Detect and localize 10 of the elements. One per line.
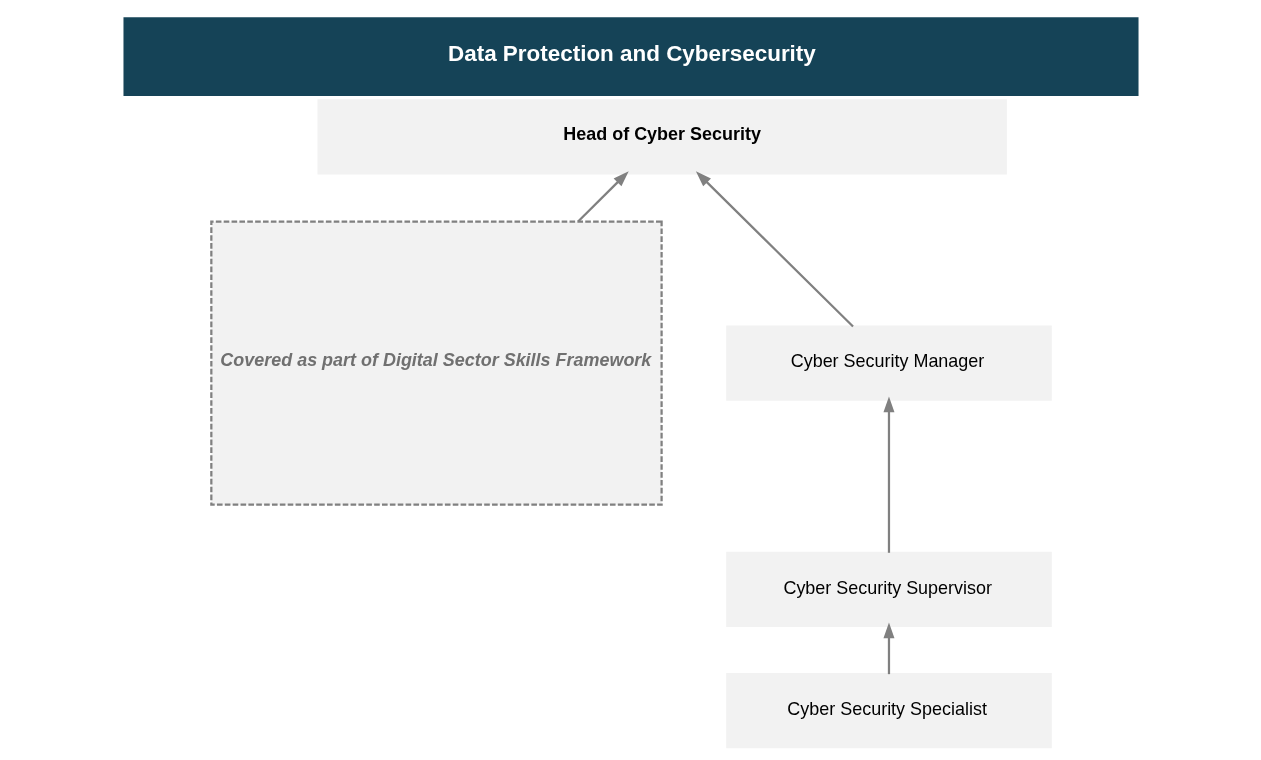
arrow (882, 396, 894, 553)
arrow (695, 171, 854, 328)
arrow (576, 171, 629, 223)
node-box: Cyber Security Specialist (725, 673, 1052, 749)
diagram-title: Data Protection and Cybersecurity (447, 41, 816, 67)
node-box: Covered as part of Digital Sector Skills Framework (209, 220, 663, 506)
node-box: Cyber Security Manager (725, 325, 1052, 401)
arrow (882, 622, 894, 675)
node-box: Cyber Security Supervisor (725, 551, 1052, 628)
node-box: Head of Cyber Security (316, 99, 1007, 175)
